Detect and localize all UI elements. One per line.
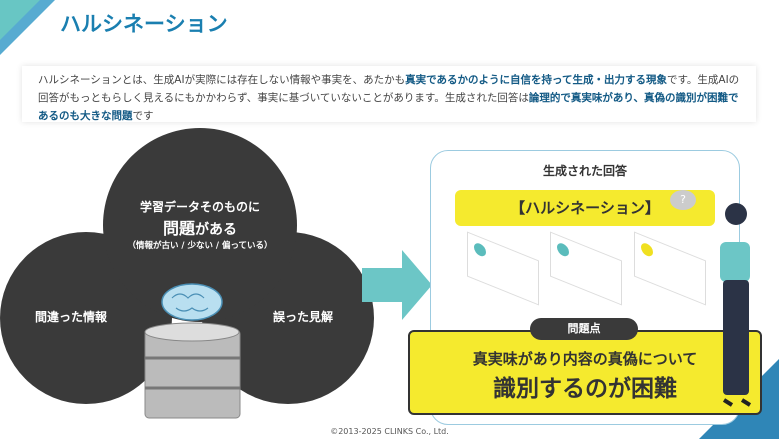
- venn-top-rest: がある: [195, 222, 237, 238]
- intro-highlight: 論理的で真実味があり、真偽の識別が困難であるのも大きな問題: [38, 92, 739, 122]
- venn-top-bold: 問題: [162, 219, 195, 238]
- avatar-dot: [557, 241, 569, 259]
- intro-text: ハルシネーションとは、生成AIが実際には存在しない情報や事実を、あたかも真実であ…: [22, 66, 756, 122]
- copyright: ©2013-2025 CLINKS Co., Ltd.: [330, 427, 449, 436]
- avatar-dot: [474, 241, 486, 259]
- brain-database-icon: [144, 283, 241, 419]
- intro-highlight: 真実であるかのように自信を持って生成・出力する現象: [405, 74, 667, 86]
- venn-top-sub: （情報が古い / 少ない / 偏っている）: [127, 241, 273, 251]
- corner-decoration: [0, 0, 40, 40]
- venn-left-label: 間違った情報: [34, 310, 107, 324]
- panel-heading: 生成された回答: [542, 164, 627, 178]
- question-bubble-icon: ?: [670, 190, 696, 210]
- woman-thinking-illustration: [720, 203, 752, 407]
- intro-text-part: です: [132, 110, 154, 122]
- intro-text-part: です。生成AIの回答がもっともらしく見えるにもかかわらず、事実に基づいていないこ…: [38, 74, 740, 104]
- page-title: ハルシネーション: [60, 12, 228, 36]
- venn-right-label: 誤った見解: [272, 310, 333, 324]
- problem-label: 問題点: [530, 318, 638, 340]
- problem-line2: 識別するのが困難: [493, 376, 677, 402]
- problem-line1: 真実味があり内容の真偽について: [472, 350, 698, 368]
- intro-text-part: ハルシネーションとは、生成AIが実際には存在しない情報や事実を、あたかも: [38, 74, 406, 86]
- venn-top-line1: 学習データそのものに: [139, 200, 260, 214]
- avatar-dot: [641, 241, 653, 259]
- problem-box: 真実味があり内容の真偽について 識別するのが困難: [408, 330, 762, 415]
- arrow-right-icon: [362, 250, 432, 320]
